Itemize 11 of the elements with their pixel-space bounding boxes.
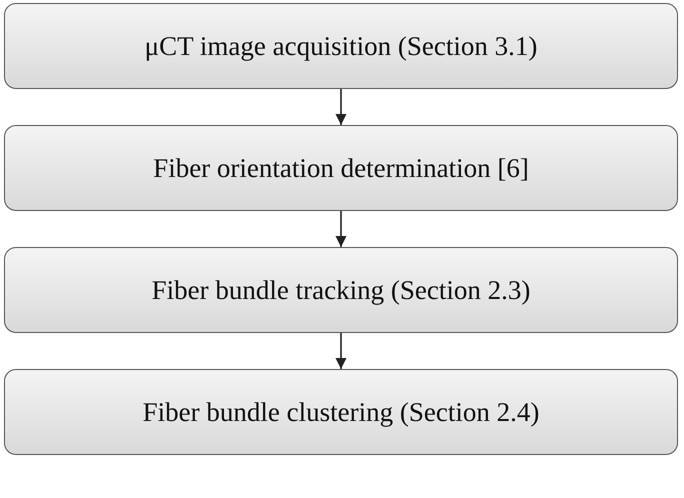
step-label: μCT image acquisition (Section 3.1) (144, 30, 538, 63)
arrow (335, 89, 347, 125)
step-label: Fiber bundle clustering (Section 2.4) (142, 396, 540, 429)
arrow (335, 211, 347, 247)
arrow (335, 333, 347, 369)
step-label: Fiber bundle tracking (Section 2.3) (152, 274, 530, 307)
step-label: Fiber orientation determination [6] (153, 152, 529, 185)
process-box (4, 247, 678, 333)
process-box (4, 3, 678, 89)
process-box (4, 125, 678, 211)
process-box (4, 369, 678, 455)
